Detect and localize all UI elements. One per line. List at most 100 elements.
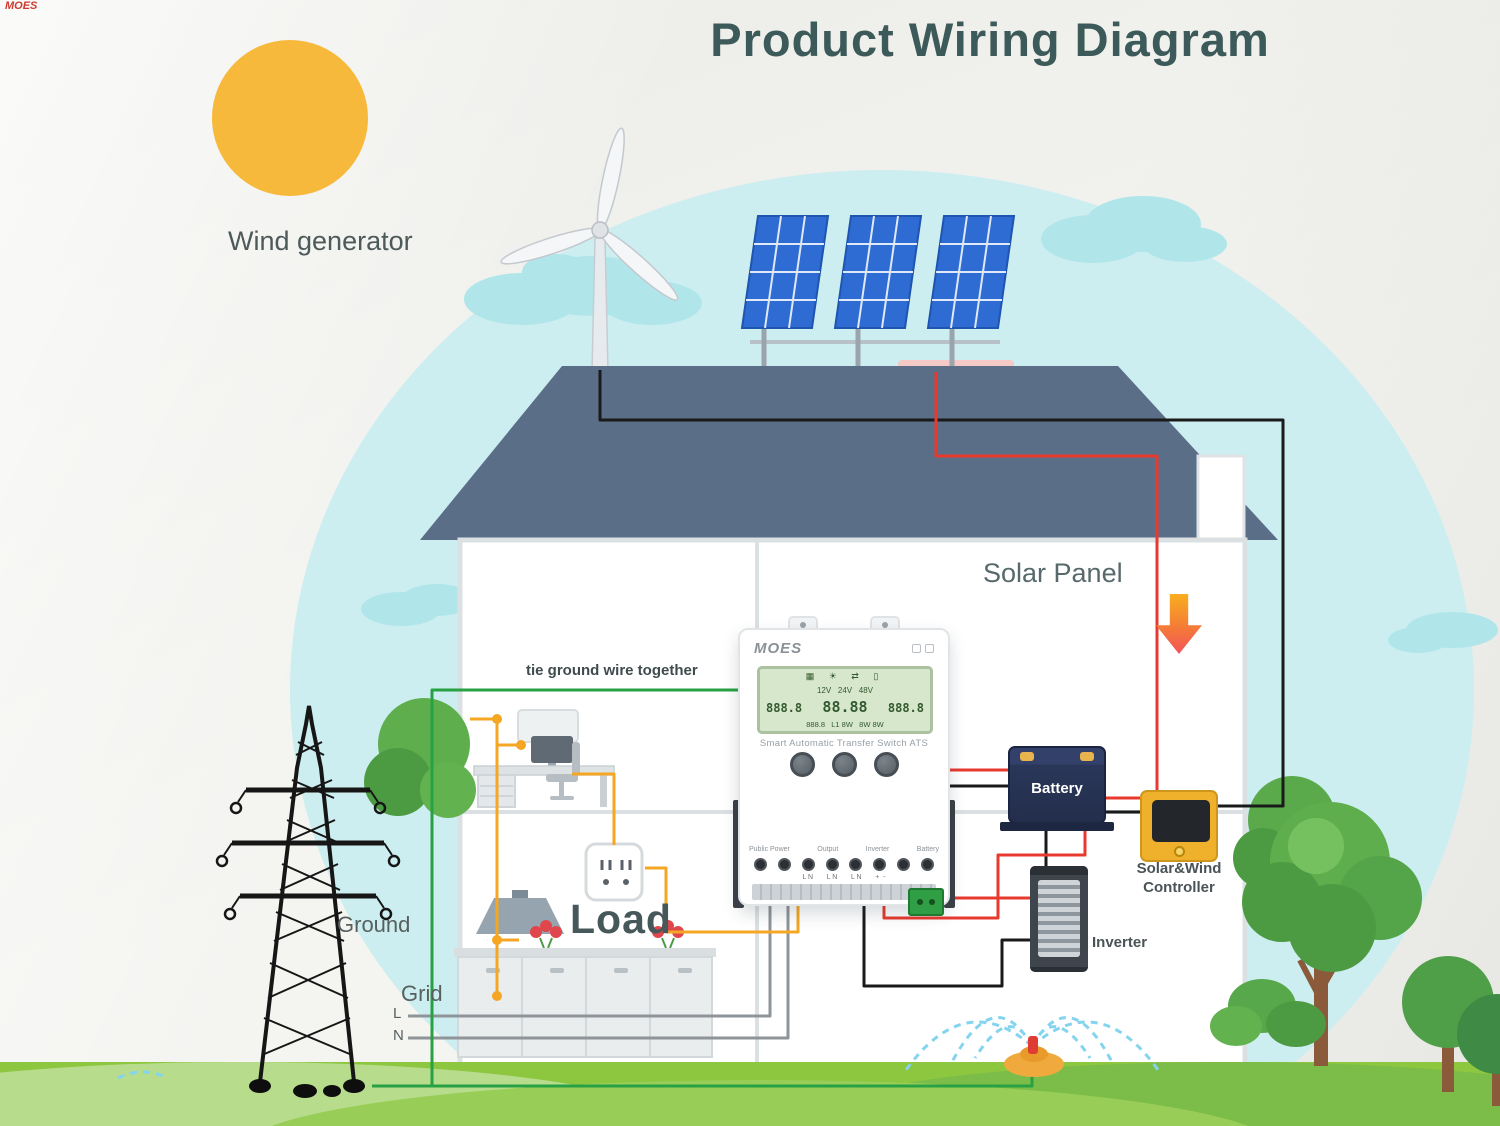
terminal-group-output: Output — [817, 846, 839, 853]
terminal-screw — [917, 899, 923, 905]
turbine-hub — [591, 221, 609, 239]
solar-panel — [741, 215, 829, 329]
insulator — [373, 801, 387, 815]
inverter-vents — [1038, 880, 1080, 957]
label-solar-wind-controller: Solar&Wind Controller — [1126, 860, 1232, 898]
tree-trunk — [1442, 1044, 1454, 1092]
chair-seat — [546, 774, 578, 782]
terminal — [825, 858, 839, 871]
chair-post — [559, 782, 564, 796]
house-roof — [420, 366, 1278, 540]
label-wind-generator: Wind generator — [228, 226, 413, 256]
device-brand: MOES — [754, 639, 803, 657]
terminal-group-inverter: Inverter — [865, 846, 890, 853]
chair-base — [550, 796, 574, 800]
cloud — [1388, 627, 1448, 653]
controller-label-line2: Controller — [1143, 878, 1215, 896]
insulator — [387, 854, 401, 868]
label-inverter: Inverter — [1092, 934, 1148, 951]
cloud — [602, 281, 702, 325]
junction-dot — [492, 714, 502, 724]
inverter-unit — [1030, 866, 1088, 972]
outlet-hole — [603, 879, 609, 885]
page-title: Product Wiring Diagram — [710, 13, 1270, 66]
computer-monitor — [531, 736, 573, 763]
handle — [614, 968, 628, 973]
wire-grid-N — [408, 903, 790, 1040]
device-product-name: Smart Automatic Transfer Switch ATS — [759, 738, 929, 749]
kitchen-cabinets — [454, 920, 716, 1058]
clouds — [361, 196, 1498, 653]
label-ground: Ground — [337, 912, 411, 937]
label-tie-ground-wire: tie ground wire together — [526, 662, 698, 679]
sprinkler-base — [1004, 1051, 1064, 1077]
enter-button[interactable] — [873, 752, 899, 777]
terminal-group-battery: Battery — [916, 846, 939, 853]
bush — [1210, 1006, 1262, 1046]
battery-unit: Battery — [1008, 746, 1106, 824]
device-buttons — [740, 752, 948, 777]
junction-dot — [492, 991, 502, 1001]
sprinkler-head — [1028, 1036, 1038, 1054]
wire-junction-dots — [492, 714, 526, 1001]
lcd-reading-right: 888.8 — [887, 701, 924, 716]
interior — [454, 709, 716, 1058]
ats-transfer-switch: MOES ▦ ☀ ⇄ ▯ 12V 24V 48V 888.8 88.88 888… — [733, 616, 955, 916]
flower-stems — [539, 937, 675, 949]
wire-solar-to-controller-red — [934, 372, 1159, 794]
cloud — [1143, 226, 1227, 262]
terminal-group-labels: Public Power Output Inverter Battery — [749, 846, 939, 853]
lcd-readings: 888.8 88.88 888.8 — [766, 698, 924, 716]
terminal-pin-labels: L N L N L N + - — [802, 874, 886, 881]
device-body: MOES ▦ ☀ ⇄ ▯ 12V 24V 48V 888.8 88.88 888… — [738, 628, 950, 916]
select-button[interactable] — [831, 752, 857, 777]
battery-cap — [1020, 752, 1034, 761]
foliage — [1288, 884, 1376, 972]
flower — [550, 926, 562, 938]
battery-cap — [1080, 752, 1094, 761]
terminal-group-public-power: Public Power — [749, 846, 790, 853]
chimney — [1196, 454, 1246, 544]
wire-ground-main-green — [372, 688, 740, 1088]
controller-panel — [1152, 800, 1210, 842]
terminal — [849, 858, 863, 871]
handle — [550, 968, 564, 973]
bushes-right — [1210, 979, 1326, 1047]
tree-left — [364, 698, 476, 818]
settings-button[interactable] — [789, 752, 815, 777]
cert-icon — [912, 643, 921, 653]
lcd-reading-left: 888.8 — [766, 701, 803, 716]
tower-legs — [258, 705, 356, 1083]
turbine-pole — [591, 237, 609, 373]
sun — [212, 40, 368, 196]
counter-top — [454, 948, 716, 957]
insulator — [215, 854, 229, 868]
terminal-screw — [929, 899, 935, 905]
foot — [343, 1079, 365, 1093]
cloud — [401, 584, 473, 616]
grass-mound-center — [271, 1080, 1249, 1126]
label-load: Load — [570, 896, 672, 942]
bush — [1266, 1001, 1326, 1047]
terminal — [754, 858, 767, 871]
insulator — [379, 907, 393, 921]
office-chair — [546, 742, 580, 800]
trees-far-right — [1402, 956, 1500, 1106]
desk-leg — [600, 775, 607, 807]
handle — [678, 968, 692, 973]
desk-top — [473, 765, 615, 776]
tower-feet — [249, 1079, 365, 1098]
tree-big-right — [1242, 802, 1422, 1066]
turbine-blade — [596, 127, 625, 231]
insulator — [229, 801, 243, 815]
solar-wind-controller — [1140, 790, 1218, 862]
foot — [293, 1084, 317, 1098]
cert-icons — [912, 643, 934, 653]
label-solar-panel: Solar Panel — [983, 558, 1123, 588]
cert-icon — [925, 643, 934, 653]
flower — [652, 926, 664, 938]
grass — [0, 1062, 1500, 1126]
terminal — [777, 858, 791, 871]
tower-hangers — [223, 789, 393, 909]
